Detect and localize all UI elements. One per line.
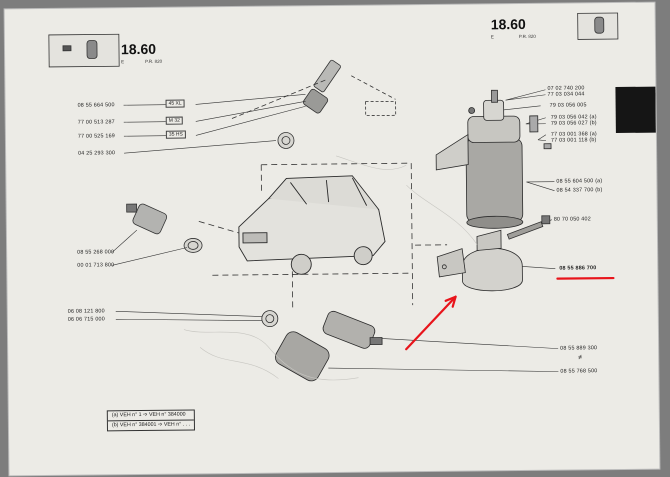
part-number: 80 70 050 402 bbox=[553, 216, 591, 223]
page-number-left: 18.60 bbox=[120, 40, 157, 58]
header-right-sub-left: E bbox=[490, 34, 494, 40]
part-number: 08 55 664 500 bbox=[77, 102, 115, 109]
oil-pressure-sensor-drawing bbox=[126, 203, 203, 253]
legend-row-b: (b) VEH n° 384001 ➩ VEH n° . . . bbox=[111, 421, 191, 429]
part-number: 77 03 034 044 bbox=[547, 91, 585, 98]
part-number: 79 03 056 027 (b) bbox=[550, 120, 597, 127]
plug-icon bbox=[62, 45, 72, 52]
spark-plug-type-box: 45 XL bbox=[165, 99, 185, 108]
part-number: 00 01 713 800 bbox=[77, 262, 115, 269]
spark-plug-type-box: 35 HS bbox=[165, 130, 186, 139]
part-number: 08 54 337 700 (b) bbox=[556, 187, 603, 194]
not-equal-sign: ≠ bbox=[578, 354, 583, 362]
spark-plug-drawing bbox=[277, 59, 341, 149]
temperature-sensor-drawing bbox=[261, 310, 383, 382]
part-number: 04 25 293 300 bbox=[78, 150, 116, 157]
part-number: 06 08 121 800 bbox=[67, 308, 105, 315]
vehicle-number-legend: (a) VEH n° 1 ➩ VEH n° 384000 (b) VEH n° … bbox=[106, 409, 196, 432]
part-number: 08 55 768 500 bbox=[560, 368, 598, 375]
part-number: 06 06 715 000 bbox=[67, 316, 105, 323]
header-left-sub-right: P.R. 820 bbox=[145, 58, 163, 64]
coil-icon bbox=[86, 40, 98, 59]
red-arrow-annotation bbox=[405, 276, 615, 351]
header-left-sub-left: E bbox=[121, 59, 125, 65]
header-right-sub-right: P.R. 820 bbox=[518, 33, 536, 40]
page-number-right: 18.60 bbox=[490, 15, 526, 33]
technical-drawing bbox=[48, 12, 619, 382]
ignition-coil-drawing bbox=[435, 89, 552, 229]
part-number: 08 55 604 500 (a) bbox=[556, 178, 603, 185]
part-number: 08 55 268 000 bbox=[77, 249, 115, 256]
header-icon-left bbox=[48, 33, 120, 68]
part-number: 77 00 513 287 bbox=[77, 119, 115, 126]
part-number: 77 03 001 118 (b) bbox=[550, 137, 597, 144]
part-number: 79 03 056 005 bbox=[549, 102, 587, 109]
red-underline bbox=[556, 276, 615, 280]
screw-drawing bbox=[506, 215, 551, 240]
part-number: 77 00 525 169 bbox=[77, 133, 116, 140]
part-number: 08 55 889 300 bbox=[560, 345, 598, 352]
parts-catalog-page: 18.60 E P.R. 820 18.60 E P.R. 820 08 55 … bbox=[4, 2, 660, 476]
coil-bracket-drawing bbox=[436, 229, 523, 292]
car-drawing bbox=[238, 175, 386, 275]
spark-plug-type-box: M 32 bbox=[165, 116, 183, 125]
bracket-part-number: 08 55 886 700 bbox=[559, 265, 597, 272]
